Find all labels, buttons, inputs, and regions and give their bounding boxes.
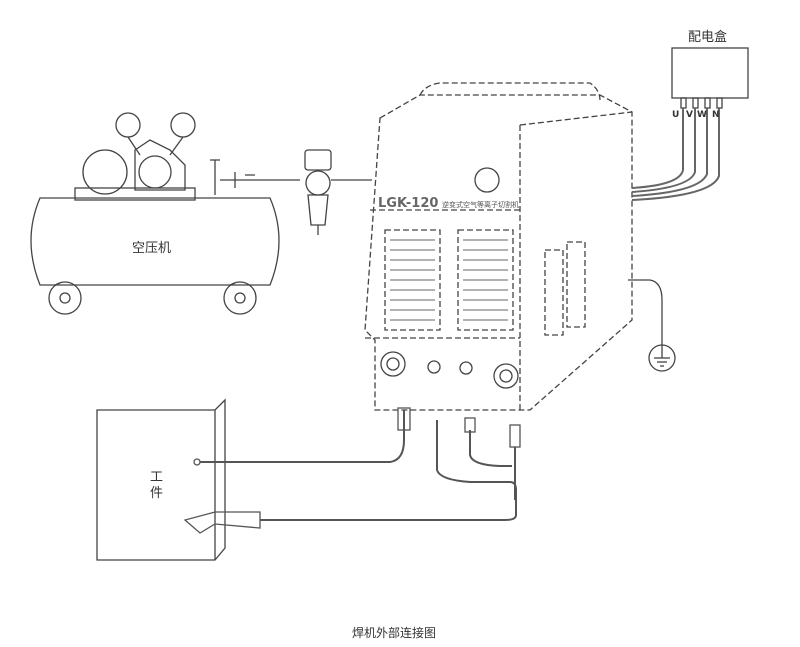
diagram-caption: 焊机外部连接图 — [352, 626, 437, 640]
phase-n-label: N — [712, 110, 720, 120]
model-description: 逆变式空气等离子切割机 — [442, 201, 519, 209]
phase-v-label: V — [686, 110, 693, 120]
phase-w-label: W — [697, 110, 707, 120]
distribution-box-label: 配电盒 — [688, 30, 728, 45]
ground-symbol — [628, 279, 676, 372]
model-label: LGK-120 — [378, 196, 439, 211]
plasma-cutter — [364, 82, 633, 411]
distribution-box — [631, 47, 749, 201]
workpiece — [96, 398, 226, 561]
filter-regulator — [304, 149, 372, 235]
phase-u-label: U — [672, 110, 680, 120]
workpiece-label-2: 件 — [150, 486, 164, 501]
air-compressor — [30, 112, 300, 315]
welder-panel-details — [380, 167, 519, 389]
current-knob — [474, 167, 500, 193]
cables — [183, 407, 521, 534]
workpiece-label-1: 工 — [150, 470, 164, 485]
air-compressor-label: 空压机 — [132, 241, 172, 256]
